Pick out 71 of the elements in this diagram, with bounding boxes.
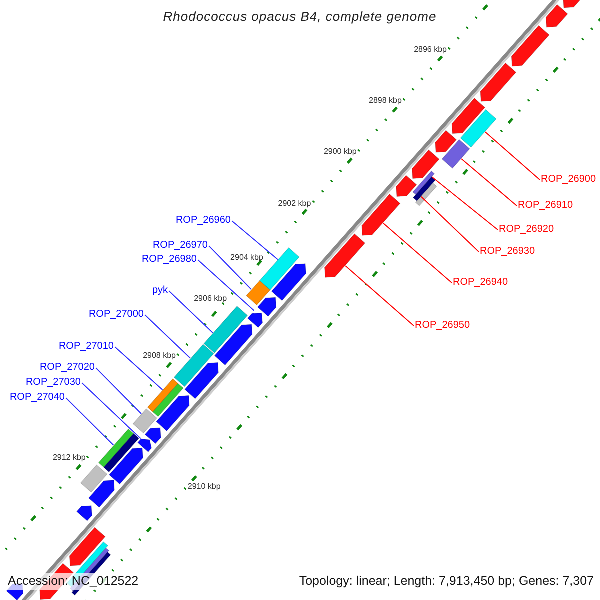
gene-feature	[324, 234, 366, 278]
scale-label: 2908 kbp	[143, 351, 176, 362]
gene-feature	[452, 98, 486, 134]
gene-label: ROP_27040	[10, 391, 65, 405]
gene-label: pyk	[152, 284, 168, 298]
leader-line	[114, 346, 164, 390]
leader-line	[461, 158, 518, 206]
scale-label: 2904 kbp	[230, 252, 264, 263]
gene-feature	[480, 62, 517, 102]
gene-feature	[184, 362, 219, 400]
gene-feature	[132, 408, 158, 434]
gene-feature	[257, 297, 277, 317]
gene-label: ROP_26900	[541, 173, 596, 187]
gene-feature	[362, 194, 401, 236]
gene-feature	[152, 383, 184, 418]
gene-feature	[460, 109, 497, 148]
leader-line	[208, 246, 252, 290]
gene-feature	[442, 139, 470, 169]
scale-label: 2910 kbp	[188, 482, 221, 492]
leader-line	[382, 222, 452, 284]
scale-label: 2896 kbp	[414, 45, 447, 56]
gene-label: ROP_26930	[480, 245, 536, 259]
gene-label: ROP_26960	[176, 214, 231, 228]
gene-feature	[98, 428, 134, 468]
scale-label: 2906 kbp	[194, 294, 228, 304]
gene-feature	[108, 448, 144, 485]
gene-feature	[415, 182, 438, 206]
gene-label: ROP_27000	[88, 308, 144, 322]
scale-label: 2902 kbp	[278, 198, 312, 209]
leader-line	[168, 290, 214, 334]
gene-feature	[80, 464, 108, 493]
leader-line	[232, 220, 278, 260]
gene-feature	[412, 150, 440, 180]
gene-feature	[69, 527, 106, 566]
gene-label: ROP_26970	[152, 239, 208, 253]
scale-label: 2912 kbp	[52, 453, 86, 464]
gene-feature	[435, 130, 458, 153]
gene-feature	[147, 378, 179, 413]
gene-feature	[144, 428, 162, 444]
gene-feature	[396, 175, 418, 198]
genome-summary: Topology: linear; Length: 7,913,450 bp; Genes: 7,307	[299, 573, 594, 590]
gene-feature	[156, 395, 190, 432]
gene-feature	[511, 25, 550, 67]
title: Rhodococcus opacus B4, complete genome	[162, 9, 438, 25]
gene-label: ROP_26940	[453, 276, 508, 290]
gene-feature	[204, 306, 248, 354]
gene-feature	[76, 506, 92, 522]
leader-line	[198, 260, 255, 312]
gene-feature	[247, 313, 264, 328]
gene-feature	[412, 170, 436, 196]
gene-label: ROP_27020	[40, 361, 95, 375]
scale-label: 2898 kbp	[369, 96, 402, 106]
leader-line	[484, 132, 540, 180]
scale-label: 2900 kbp	[324, 146, 357, 157]
leader-line	[345, 266, 414, 326]
gene-label: ROP_26980	[142, 253, 197, 267]
gene-feature	[88, 480, 115, 508]
gene-feature	[137, 438, 152, 453]
gene-label: ROP_27010	[58, 340, 114, 354]
leader-line	[144, 314, 192, 359]
gene-label: ROP_26950	[415, 319, 470, 333]
gene-feature	[271, 264, 306, 302]
gene-feature	[214, 324, 253, 366]
leader-line	[96, 368, 142, 414]
leader-line	[66, 398, 114, 446]
gene-feature	[104, 433, 140, 473]
gene-label: ROP_27030	[26, 376, 81, 390]
gene-feature	[546, 4, 568, 28]
leader-line	[82, 382, 142, 440]
gene-label: ROP_26920	[499, 223, 554, 237]
gene-label: ROP_26910	[518, 199, 574, 213]
